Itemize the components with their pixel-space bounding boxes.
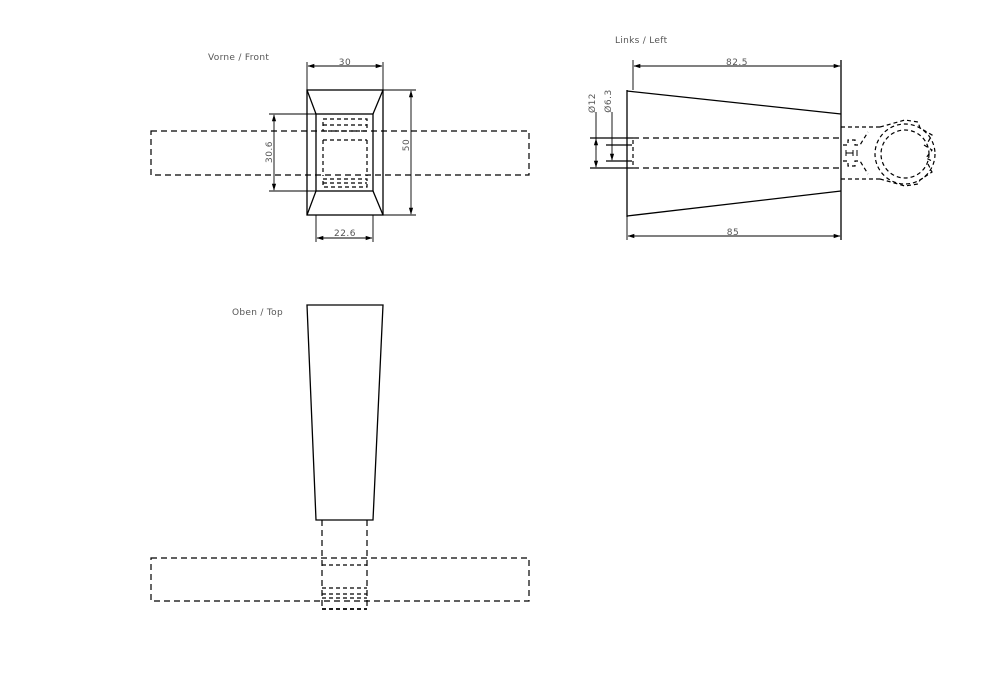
dim-bottom-width: 22.6	[334, 229, 356, 239]
left-body-bottom-edge	[626, 190, 842, 217]
dim-upper-length: 82.5	[726, 58, 748, 68]
top-view: Oben / Top	[150, 304, 530, 610]
front-inner-body	[315, 113, 374, 192]
top-tapered-body	[306, 304, 384, 521]
dim-outer-diameter: Ø12	[587, 93, 598, 113]
dim-lower-length: 85	[727, 228, 739, 238]
top-hidden-slots	[322, 564, 367, 610]
top-view-title: Oben / Top	[232, 308, 283, 318]
dim-top-width: 30	[339, 58, 351, 68]
front-view-title: Vorne / Front	[208, 53, 269, 63]
dim-inner-diameter: Ø6.3	[603, 89, 614, 112]
dim-inner-height: 30.6	[265, 141, 275, 163]
left-hidden-clamp	[841, 119, 936, 187]
left-view: Links / Left Ø12 Ø6.3 82.5 85	[587, 36, 936, 240]
dim-total-height: 50	[402, 139, 412, 151]
front-hidden-slots	[322, 118, 368, 188]
left-view-title: Links / Left	[615, 36, 668, 46]
left-body-top-edge	[626, 90, 842, 115]
top-hidden-bar	[150, 557, 530, 602]
front-view: Vorne / Front 30 50	[150, 53, 530, 242]
front-hidden-bar	[150, 130, 530, 176]
front-outer-body	[306, 89, 384, 216]
